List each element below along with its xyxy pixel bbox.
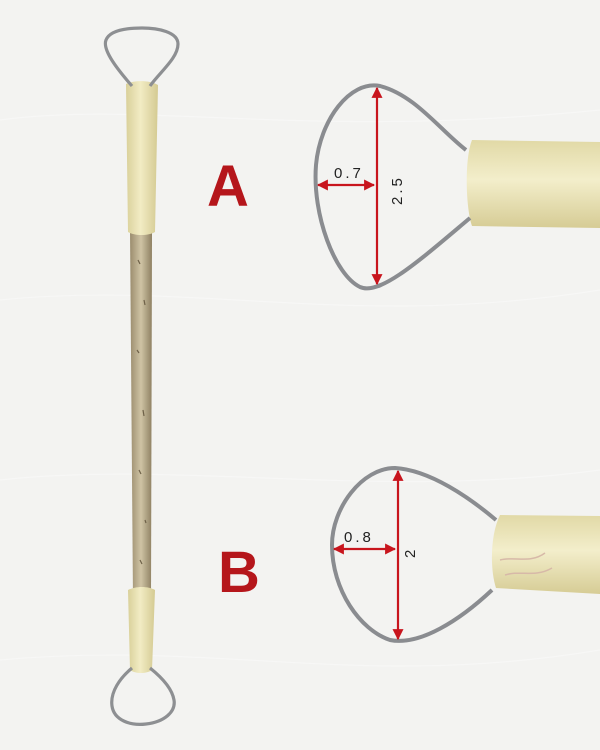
- variant-a-label: A: [207, 154, 249, 219]
- full-tool: [103, 26, 180, 726]
- background-texture: [0, 109, 600, 667]
- bottom-handle-wrap: [128, 587, 155, 673]
- bamboo-shaft: [130, 230, 152, 600]
- detail-a-height-value: 2.5: [389, 175, 406, 205]
- detail-b-wire-loop: [329, 465, 498, 643]
- detail-a-handle: [466, 140, 600, 228]
- detail-a: [313, 83, 600, 291]
- bottom-wire-loop: [110, 666, 176, 726]
- top-wire-loop: [103, 26, 180, 88]
- detail-b-handle: [491, 515, 600, 594]
- detail-b-depth-value: 0.8: [344, 529, 374, 546]
- detail-a-depth-value: 0.7: [334, 165, 364, 182]
- detail-b: [329, 465, 600, 643]
- detail-a-wire-loop: [313, 83, 472, 291]
- detail-b-handle-tear: [499, 552, 553, 576]
- detail-b-height-value: 2: [402, 547, 419, 558]
- shaft-speckles: [136, 259, 147, 565]
- top-handle-wrap: [126, 81, 158, 235]
- variant-b-label: B: [218, 540, 260, 605]
